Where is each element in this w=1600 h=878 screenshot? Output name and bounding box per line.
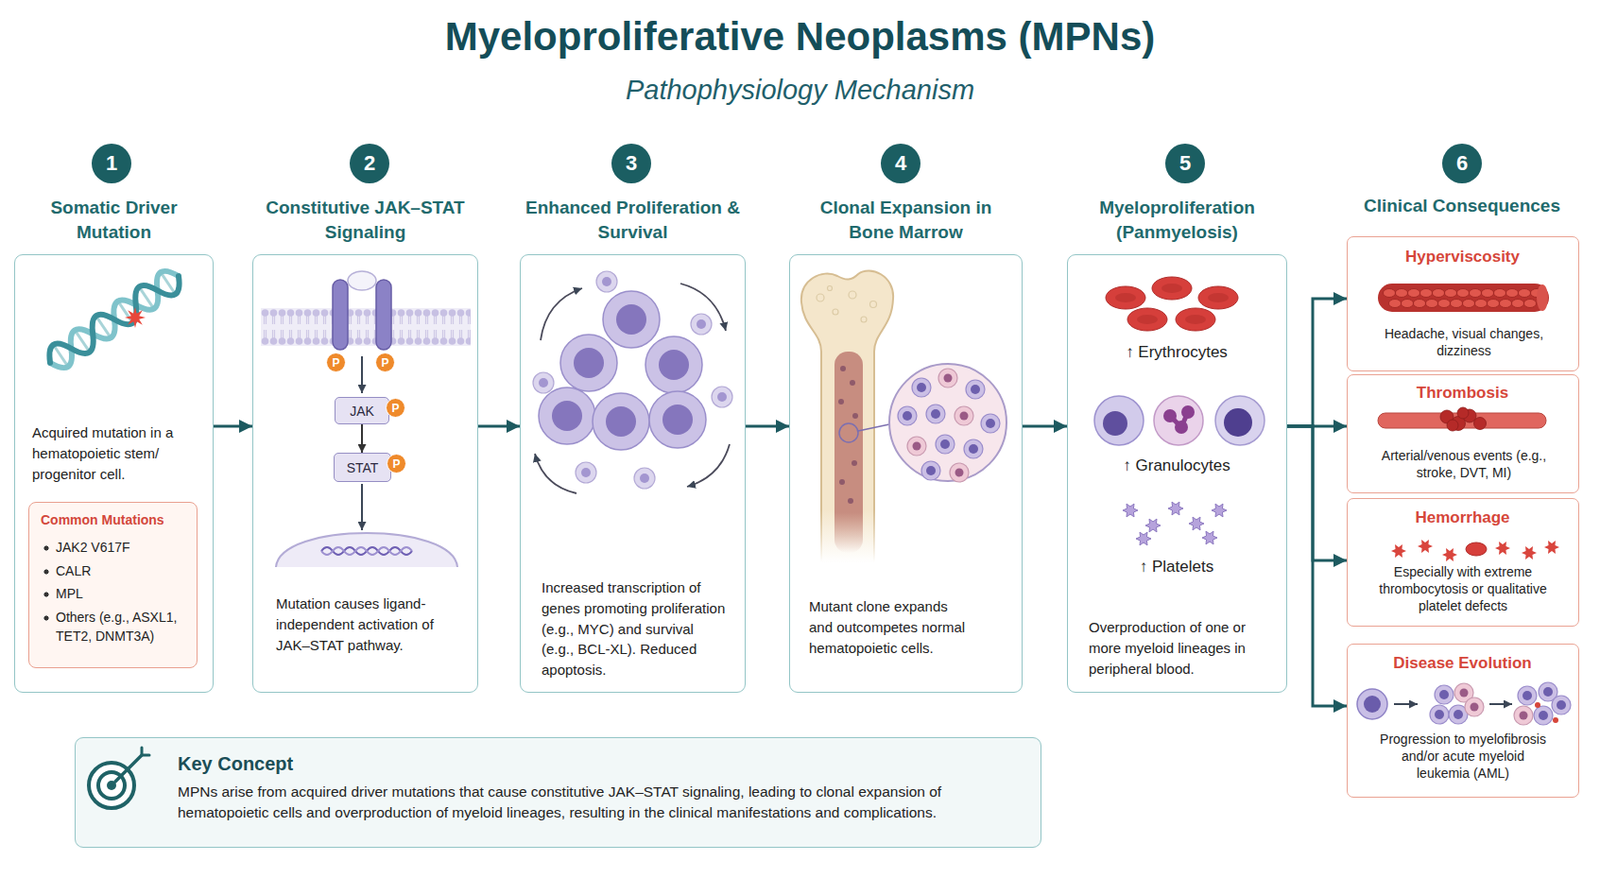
disease-evolution-cells: [1357, 682, 1571, 725]
signaling-protein-box: JAK: [334, 396, 390, 425]
flow-arrow: [1287, 425, 1347, 429]
diagram-title: Myeloproliferative Neoplasms (MPNs): [0, 13, 1600, 61]
step-number-circle: 4: [880, 143, 921, 184]
blood-cells-illustration: [1094, 276, 1265, 546]
phospho-circle: P: [326, 352, 346, 373]
flow-arrow: [361, 424, 363, 453]
phospho-circle: P: [386, 453, 407, 474]
mutation-item: JAK2 V617F: [42, 538, 190, 558]
step-heading: Somatic Driver Mutation: [15, 195, 214, 246]
flow-arrow: [213, 425, 253, 429]
phospho-circle: P: [385, 397, 406, 418]
lineage-label: ↑ Granulocytes: [1067, 455, 1286, 478]
consequence-description: Headache, visual changes, dizziness: [1378, 325, 1549, 360]
step-panel: Somatic Driver MutationAcquired mutation…: [14, 254, 214, 693]
target-icon: [88, 747, 150, 809]
consequence-box: HemorrhageEspecially with extreme thromb…: [1346, 498, 1580, 627]
step-description: Increased transcription of genes promoti…: [541, 577, 726, 681]
step-number: 1: [105, 151, 118, 176]
step-heading: Myeloproliferation (Panmyelosis): [1049, 195, 1306, 246]
flow-arrow: [745, 425, 790, 429]
bone-marrow-illustration: [801, 270, 1007, 563]
flow-arrow: [1287, 426, 1347, 706]
step-number-circle: 3: [611, 143, 652, 184]
mutation-item: Others (e.g., ASXL1, TET2, DNMT3A): [42, 608, 190, 646]
signaling-protein-box: STAT: [333, 452, 392, 482]
phospho-label: P: [391, 401, 399, 415]
flow-arrow: [1287, 426, 1347, 561]
phospho-label: P: [392, 457, 400, 471]
step-number-circle: 6: [1442, 143, 1482, 184]
consequence-title: Disease Evolution: [1347, 653, 1578, 675]
consequence-box: HyperviscosityHeadache, visual changes, …: [1346, 236, 1580, 372]
phospho-label: P: [331, 356, 340, 370]
hyperviscosity-vessel: [1377, 283, 1549, 312]
step-description: Acquired mutation in a hematopoietic ste…: [32, 422, 201, 484]
mutation-item: CALR: [42, 562, 190, 582]
flow-arrow: [1022, 425, 1067, 429]
step-heading: Enhanced Proliferation & Survival: [500, 195, 766, 246]
consequence-title: Thrombosis: [1347, 382, 1578, 405]
key-concept-title: Key Concept: [177, 751, 556, 776]
phospho-label: P: [380, 356, 389, 370]
dna-mutation-illustration: [42, 265, 187, 375]
consequence-box: ThrombosisArterial/venous events (e.g., …: [1346, 374, 1580, 494]
step-panel: Enhanced Proliferation & SurvivalIncreas…: [519, 254, 746, 693]
receptor-illustration: [260, 271, 471, 568]
flow-arrow: [478, 425, 520, 429]
key-concept-text: MPNs arise from acquired driver mutation…: [177, 781, 1024, 825]
consequence-description: Progression to myelofibrosis and/or acut…: [1374, 730, 1552, 783]
protein-label: STAT: [346, 460, 379, 476]
step-number: 5: [1179, 151, 1191, 176]
column-heading: Clinical Consequences: [1343, 193, 1581, 219]
step-number: 6: [1456, 151, 1468, 176]
subtitle: Pathophysiology Mechanism: [0, 73, 1600, 107]
consequence-title: Hyperviscosity: [1347, 246, 1578, 269]
step-panel: Myeloproliferation (Panmyelosis)↑ Erythr…: [1066, 254, 1288, 693]
step-number: 2: [363, 151, 376, 176]
mutation-list-box: Common MutationsJAK2 V617F CALRMPL Others …: [28, 501, 198, 669]
key-concept-box: Key ConceptMPNs arise from acquired driv…: [74, 737, 1042, 848]
hemorrhage-drops: [1391, 539, 1560, 562]
step-heading: Clonal Expansion in Bone Marrow: [797, 195, 1016, 246]
step-heading: Constitutive JAK–STAT Signaling: [238, 195, 494, 246]
step-description: Mutant clone expands and outcompetes nor…: [808, 596, 970, 658]
step-panel: Clonal Expansion in Bone MarrowMutant cl…: [789, 254, 1023, 693]
step-number: 3: [625, 151, 637, 176]
flow-arrow: [1287, 298, 1347, 427]
thrombosis-vessel: [1377, 407, 1547, 431]
consequence-box: Disease EvolutionProgression to myelofib…: [1346, 643, 1580, 798]
list-heading: Common Mutations: [40, 511, 190, 530]
consequence-description: Especially with extreme thrombocytosis o…: [1372, 563, 1554, 616]
lineage-label: ↑ Erythrocytes: [1067, 342, 1286, 364]
step-panel: Constitutive JAK–STAT SignalingMutation …: [252, 254, 479, 693]
consequence-description: Arterial/venous events (e.g., stroke, DV…: [1378, 447, 1549, 482]
step-number-circle: 2: [349, 143, 390, 184]
consequence-title: Hemorrhage: [1347, 507, 1578, 530]
proliferating-cells-illustration: [533, 271, 733, 494]
step-number: 4: [894, 151, 907, 176]
protein-label: JAK: [349, 403, 375, 419]
step-number-circle: 5: [1165, 143, 1205, 184]
step-description: Overproduction of one or more myeloid li…: [1088, 617, 1269, 679]
step-description: Mutation causes ligand-independent activ…: [275, 593, 451, 655]
lineage-label: ↑ Platelets: [1067, 556, 1286, 579]
step-number-circle: 1: [91, 143, 132, 184]
phospho-circle: P: [375, 352, 396, 373]
mutation-item: MPL: [42, 584, 190, 604]
